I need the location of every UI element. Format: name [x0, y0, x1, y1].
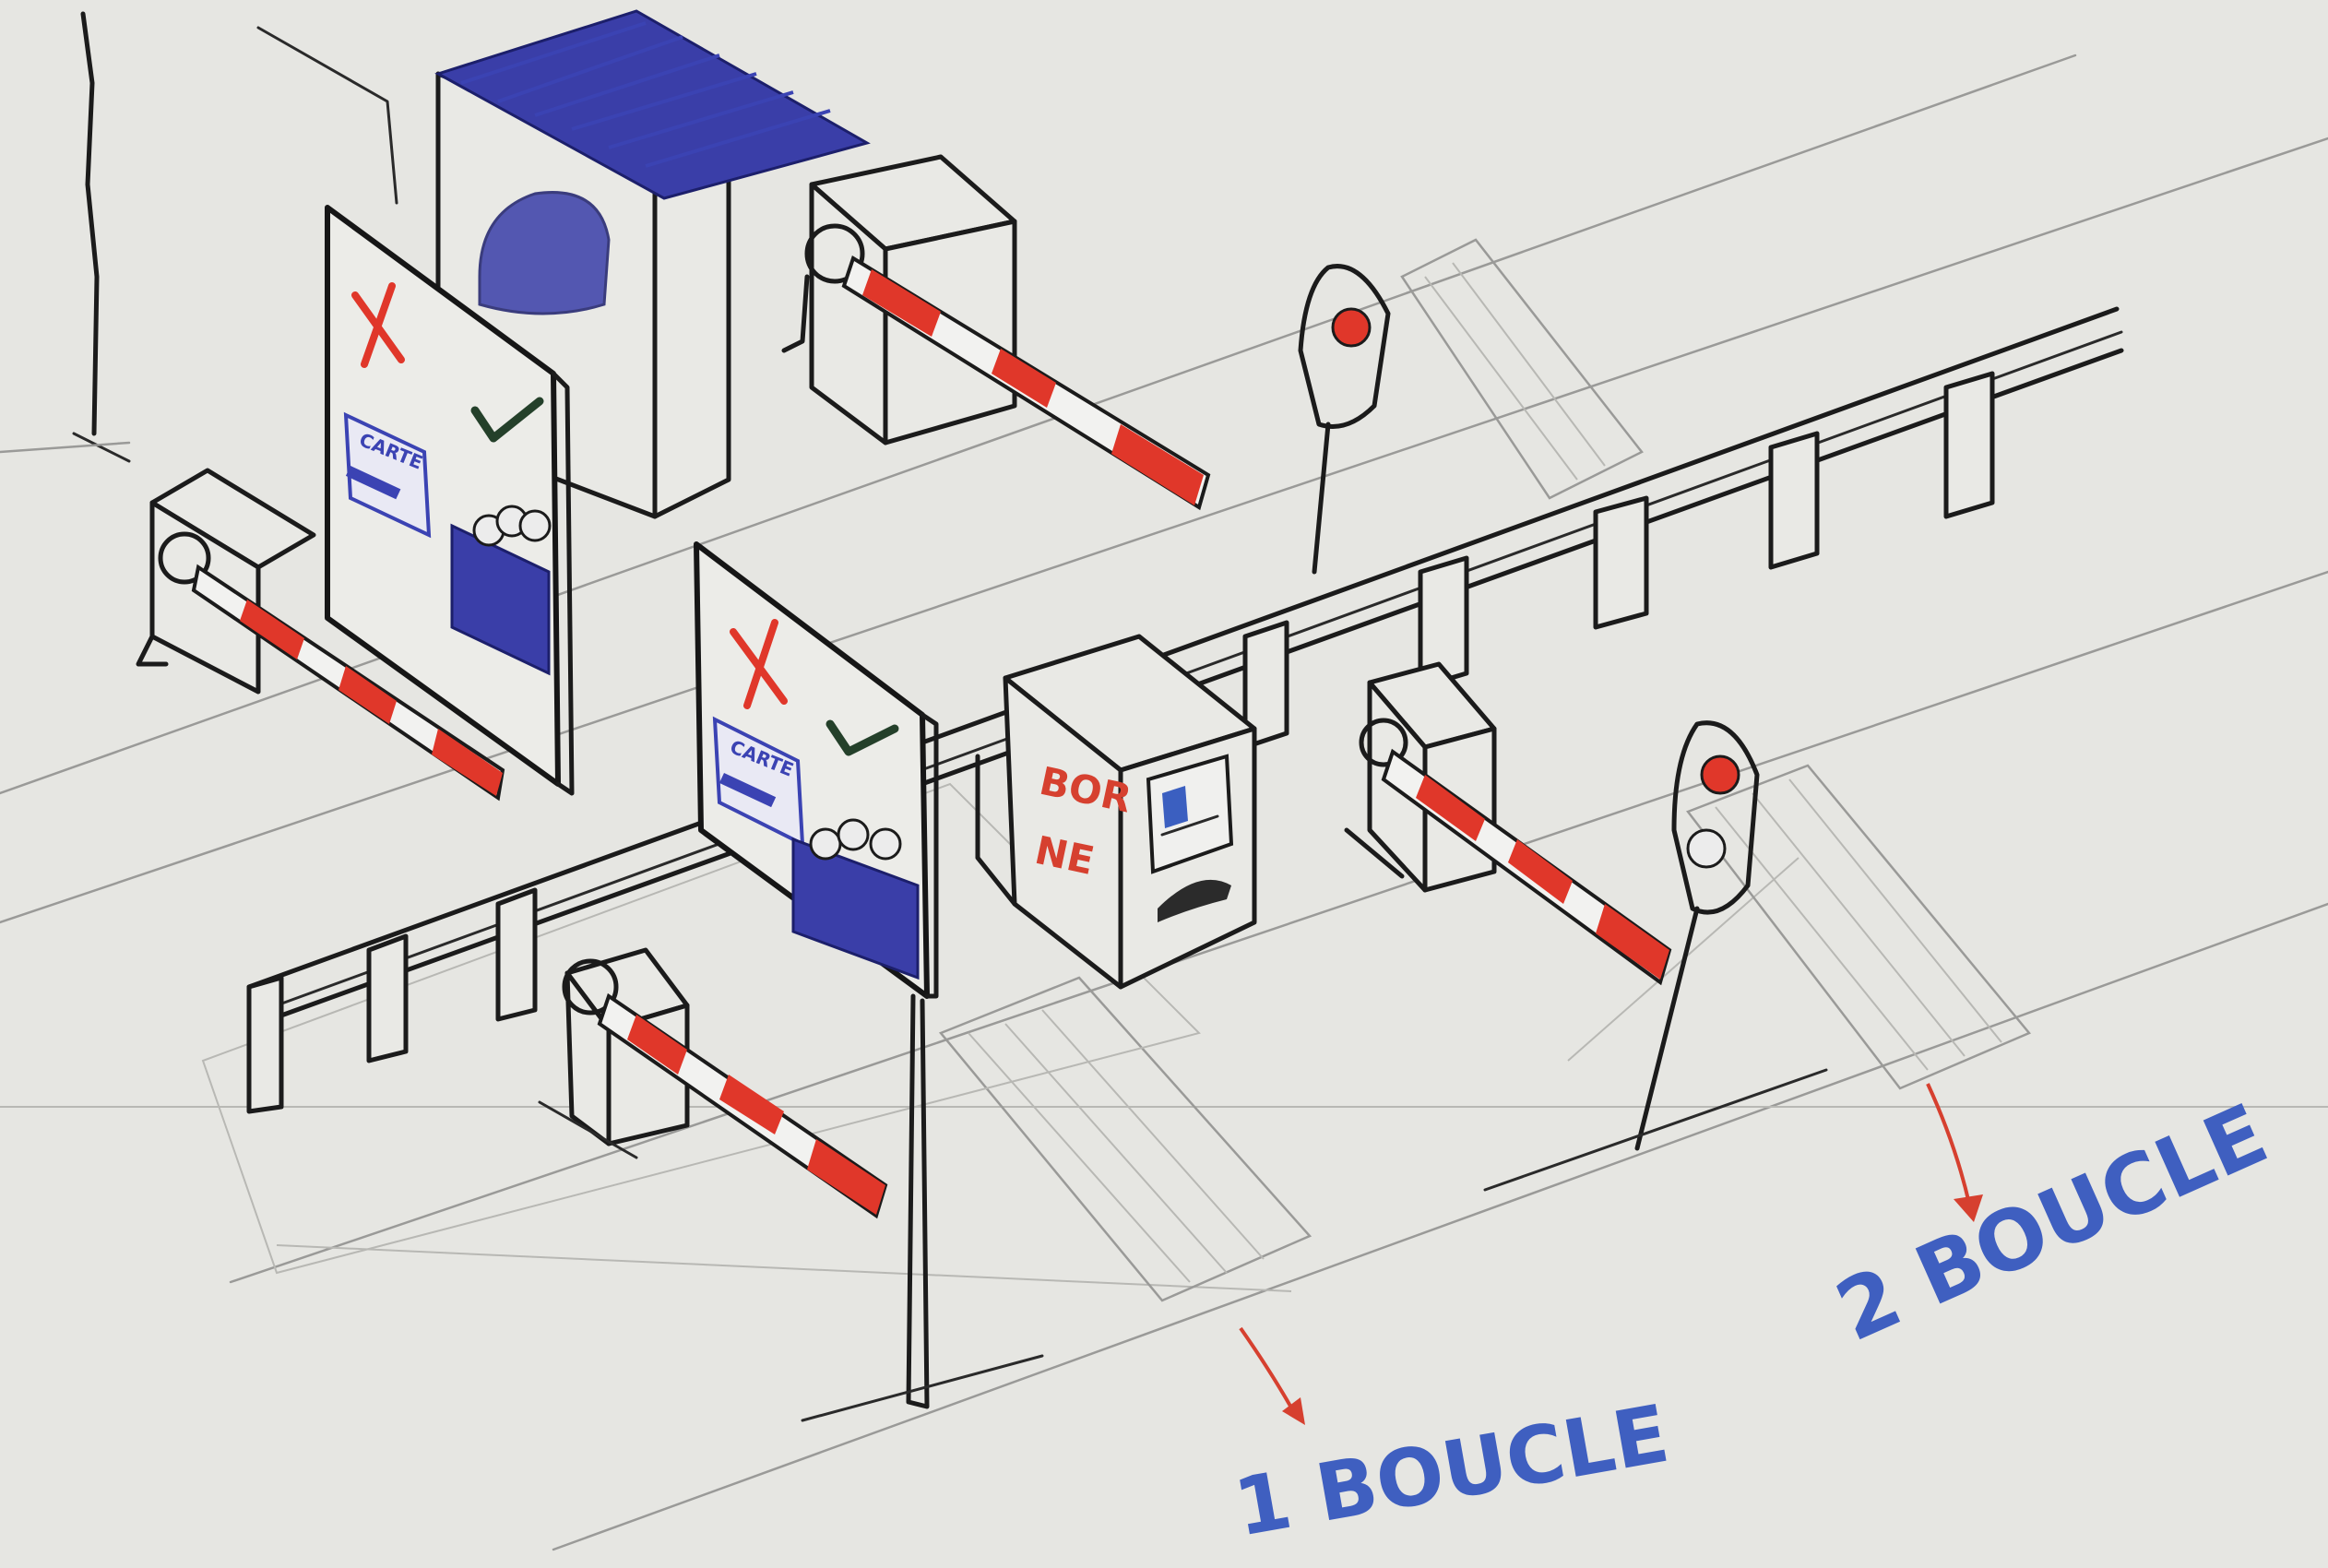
right-barrier: [1347, 664, 1669, 982]
front-barrier: [540, 950, 885, 1216]
left-pole: [0, 14, 129, 461]
boucle-2-label: 2 BOUCLE: [1823, 1086, 2281, 1360]
borne-kiosk: BOR NE: [978, 636, 1254, 987]
traffic-light-upper: [1301, 267, 1388, 572]
red-light-icon-right: [1702, 756, 1739, 793]
off-light-icon-right: [1688, 830, 1725, 867]
loop-annotation-1: 1 BOUCLE: [1228, 1328, 1675, 1555]
loop-annotation-2: 2 BOUCLE: [1823, 1084, 2281, 1360]
back-barrier-upper: [784, 157, 1208, 507]
red-light-icon: [1333, 309, 1370, 346]
sign-panel-front: CARTE: [696, 544, 1042, 1420]
hand-with-cards-front: [793, 820, 918, 978]
